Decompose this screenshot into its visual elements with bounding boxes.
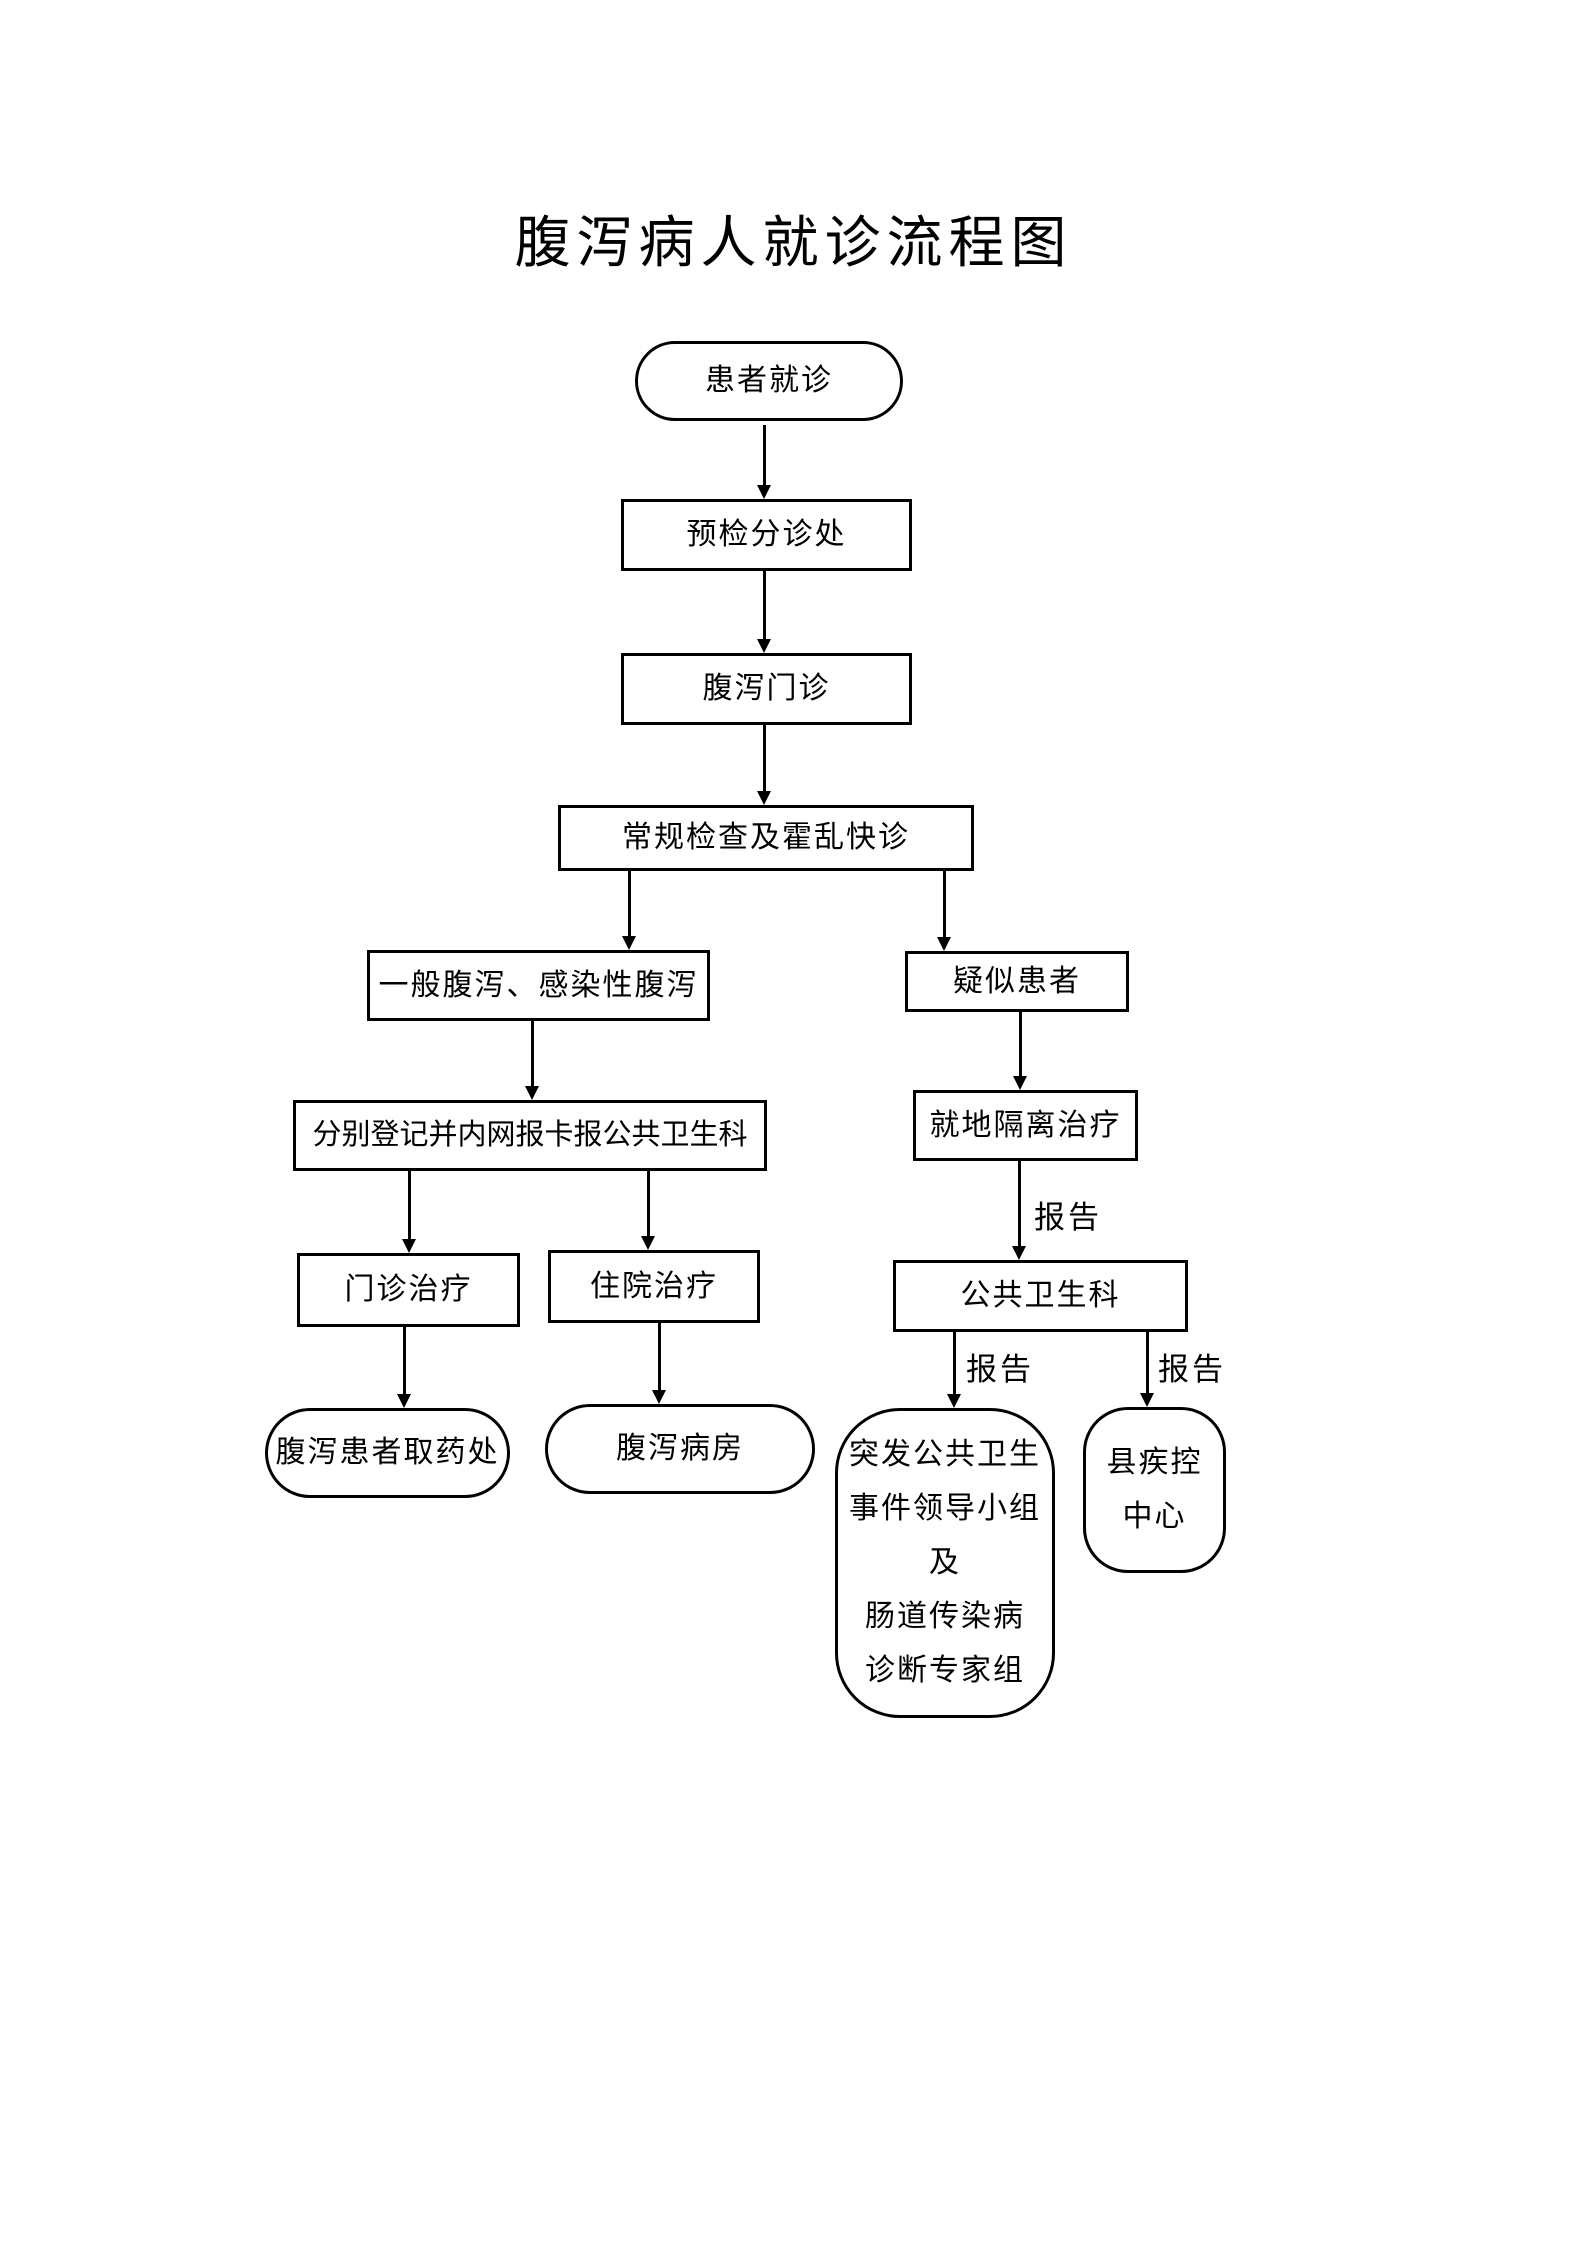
node-diarrhea-clinic: 腹泻门诊 <box>621 653 912 725</box>
arrowhead-icon <box>652 1390 666 1404</box>
node-register-report-label: 分别登记并内网报卡报公共卫生科 <box>312 1119 748 1152</box>
connector-start-triage <box>763 425 766 487</box>
arrowhead-icon <box>525 1086 539 1100</box>
node-suspected-patient: 疑似患者 <box>905 951 1129 1012</box>
node-pharmacy: 腹泻患者取药处 <box>265 1408 510 1498</box>
node-triage-station-label: 预检分诊处 <box>686 518 847 551</box>
node-register-report: 分别登记并内网报卡报公共卫生科 <box>293 1100 767 1171</box>
connector-register-outpatient <box>408 1171 411 1240</box>
node-county-cdc-label: 县疾控 中心 <box>1106 1446 1203 1533</box>
node-county-cdc: 县疾控 中心 <box>1083 1407 1226 1573</box>
arrowhead-icon <box>397 1394 411 1408</box>
node-emergency-leading-group: 突发公共卫生 事件领导小组 及 肠道传染病 诊断专家组 <box>835 1408 1055 1718</box>
arrowhead-icon <box>757 485 771 499</box>
node-patient-visit: 患者就诊 <box>635 341 903 421</box>
connector-triage-clinic <box>763 571 766 640</box>
connector-exam-suspected <box>943 871 946 938</box>
node-outpatient-treatment: 门诊治疗 <box>297 1253 520 1327</box>
arrowhead-icon <box>757 791 771 805</box>
arrowhead-icon <box>402 1239 416 1253</box>
arrowhead-icon <box>1012 1246 1026 1260</box>
connector-publichealth-emergencygroup <box>953 1332 956 1395</box>
node-general-diarrhea: 一般腹泻、感染性腹泻 <box>367 950 710 1021</box>
arrowhead-icon <box>622 936 636 950</box>
node-routine-exam-label: 常规检查及霍乱快诊 <box>622 821 910 854</box>
arrowhead-icon <box>641 1236 655 1250</box>
arrowhead-icon <box>1013 1076 1027 1090</box>
node-suspected-patient-label: 疑似患者 <box>953 964 1081 998</box>
node-routine-exam: 常规检查及霍乱快诊 <box>558 805 974 871</box>
arrowhead-icon <box>937 937 951 951</box>
connector-clinic-exam <box>763 725 766 792</box>
edge-label-report-3: 报告 <box>1158 1352 1226 1387</box>
page-title: 腹泻病人就诊流程图 <box>514 213 1073 275</box>
node-public-health-dept: 公共卫生科 <box>893 1260 1188 1332</box>
node-public-health-dept-label: 公共卫生科 <box>960 1279 1121 1312</box>
node-general-diarrhea-label: 一般腹泻、感染性腹泻 <box>378 968 699 1002</box>
arrowhead-icon <box>757 639 771 653</box>
node-isolation-treatment-label: 就地隔离治疗 <box>929 1108 1122 1142</box>
connector-general-register <box>531 1021 534 1087</box>
connector-inpatient-ward <box>658 1323 661 1391</box>
arrowhead-icon <box>1140 1393 1154 1407</box>
node-triage-station: 预检分诊处 <box>621 499 912 571</box>
node-diarrhea-ward: 腹泻病房 <box>545 1404 815 1494</box>
node-outpatient-treatment-label: 门诊治疗 <box>344 1273 473 1306</box>
node-inpatient-treatment-label: 住院治疗 <box>590 1269 718 1303</box>
node-pharmacy-label: 腹泻患者取药处 <box>275 1436 500 1469</box>
node-inpatient-treatment: 住院治疗 <box>548 1250 760 1323</box>
edge-label-report-2: 报告 <box>966 1352 1034 1387</box>
node-diarrhea-ward-label: 腹泻病房 <box>616 1432 744 1465</box>
arrowhead-icon <box>947 1394 961 1408</box>
node-diarrhea-clinic-label: 腹泻门诊 <box>702 672 831 705</box>
connector-isolation-publichealth <box>1018 1161 1021 1247</box>
node-emergency-leading-group-label: 突发公共卫生 事件领导小组 及 肠道传染病 诊断专家组 <box>849 1438 1041 1687</box>
edge-label-report-1: 报告 <box>1034 1200 1102 1235</box>
connector-publichealth-cdc <box>1146 1332 1149 1394</box>
connector-suspected-isolation <box>1019 1012 1022 1077</box>
node-patient-visit-label: 患者就诊 <box>705 364 833 397</box>
connector-outpatient-pharmacy <box>403 1327 406 1395</box>
connector-exam-general <box>628 871 631 937</box>
node-isolation-treatment: 就地隔离治疗 <box>913 1090 1138 1161</box>
connector-register-inpatient <box>647 1171 650 1237</box>
